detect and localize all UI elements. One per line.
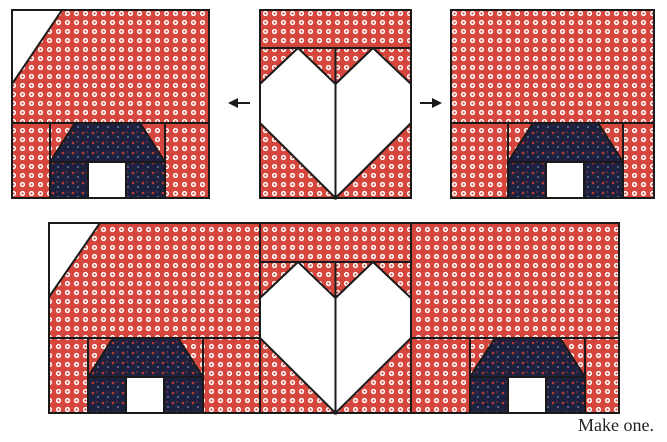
left-arrow-icon — [228, 98, 250, 108]
heart-block — [259, 9, 412, 201]
assembled-row — [48, 222, 620, 416]
house-block-right — [450, 9, 655, 199]
house-door — [507, 376, 547, 414]
assembled-house-left — [48, 222, 261, 414]
house-door — [545, 161, 585, 199]
house-block-left — [11, 9, 210, 199]
corner-triangle — [11, 9, 64, 88]
heart-right-half — [334, 46, 412, 201]
assembled-heart — [259, 222, 412, 416]
assembled-house-right — [410, 222, 620, 414]
make-one-caption: Make one. — [578, 415, 654, 435]
right-arrow-icon — [420, 98, 442, 108]
house-door — [87, 161, 127, 199]
corner-triangle — [48, 222, 102, 301]
house-door — [125, 376, 165, 414]
